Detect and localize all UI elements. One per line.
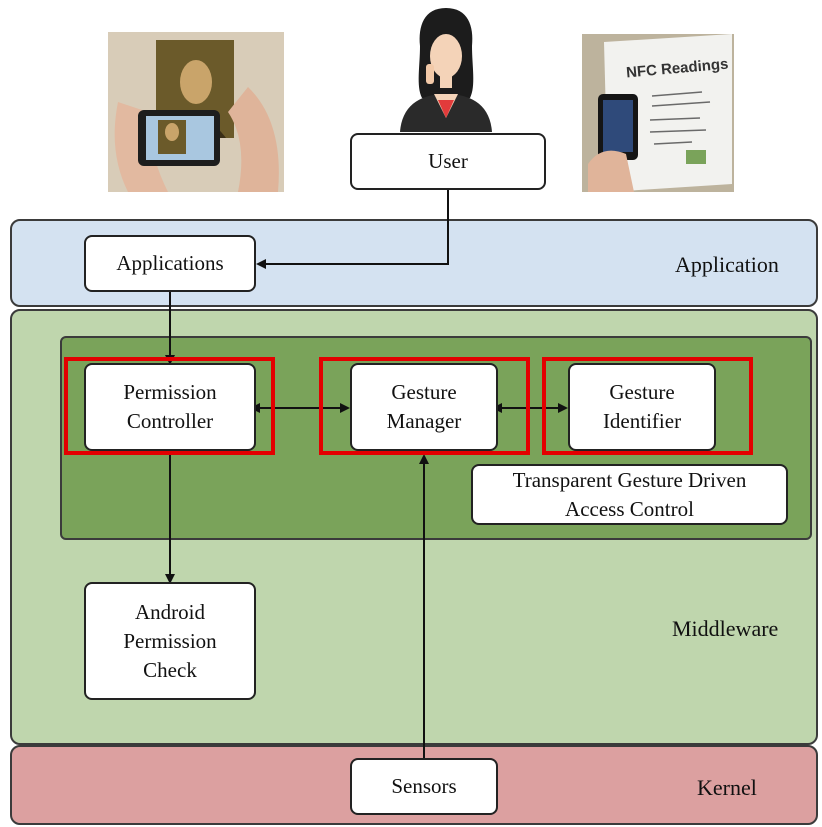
highlight-permission-controller: [64, 357, 275, 455]
tgdac-label-box: Transparent Gesture Driven Access Contro…: [471, 464, 788, 525]
nfc-readings-photo: NFC Readings: [582, 34, 734, 192]
layer-label-kernel: Kernel: [697, 775, 757, 800]
user-to-applications-arrow: [256, 190, 449, 269]
user-box: User: [350, 133, 546, 190]
ar-phone-photo: [108, 32, 284, 192]
layer-label-middleware: Middleware: [672, 616, 779, 641]
android-permission-check-box: Android Permission Check: [84, 582, 256, 700]
sensors-box: Sensors: [350, 758, 498, 815]
highlight-gesture-manager: [319, 357, 530, 455]
user-avatar: [396, 6, 496, 132]
highlight-gesture-identifier: [542, 357, 753, 455]
layer-label-application: Application: [675, 252, 779, 277]
applications-box: Applications: [84, 235, 256, 292]
permission-controller-box: Permission Controller: [84, 363, 256, 451]
gesture-manager-box: Gesture Manager: [350, 363, 498, 451]
gesture-identifier-box: Gesture Identifier: [568, 363, 716, 451]
